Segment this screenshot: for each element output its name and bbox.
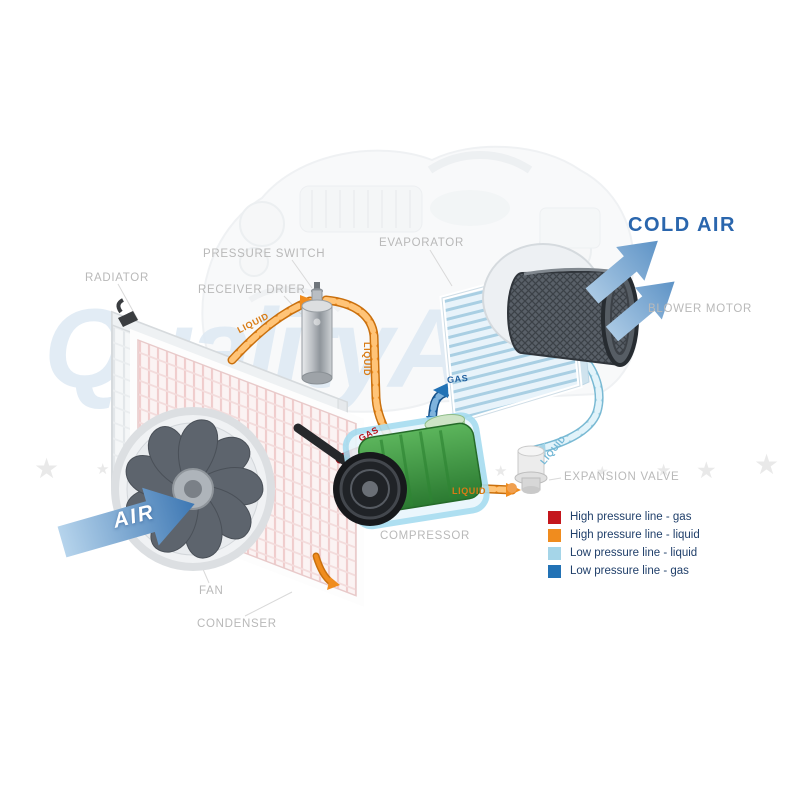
pressure-switch-part: [314, 282, 320, 291]
legend-swatch-low-pressure-liquid: [548, 546, 561, 560]
label-cold-air: COLD AIR: [628, 214, 736, 236]
fan: [111, 407, 275, 571]
label-radiator: RADIATOR: [85, 272, 149, 284]
cold-air-arrows: [585, 240, 675, 342]
legend-item-high-pressure-liquid: High pressure line - liquid: [548, 526, 700, 544]
star-icon: ★: [656, 461, 671, 481]
legend-swatch-high-pressure-gas: [548, 510, 561, 524]
label-evaporator: EVAPORATOR: [379, 237, 464, 249]
flow-label-liquid-to-valve: LIQUID: [452, 486, 487, 496]
label-pressure-switch: PRESSURE SWITCH: [203, 248, 326, 260]
star-icon: ★: [596, 464, 609, 480]
legend-item-low-pressure-gas: Low pressure line - gas: [548, 562, 700, 580]
flow-label-liquid-drier-down: LIQUID: [362, 342, 372, 377]
star-icon: ★: [96, 460, 109, 478]
compressor: [293, 412, 490, 530]
label-fan: FAN: [199, 585, 224, 597]
legend-swatch-low-pressure-gas: [548, 564, 561, 578]
star-icon: ★: [754, 448, 779, 481]
legend-label: High pressure line - liquid: [570, 529, 700, 541]
legend-label: High pressure line - gas: [570, 511, 692, 523]
label-compressor: COMPRESSOR: [375, 529, 476, 543]
legend-label: Low pressure line - gas: [570, 565, 689, 577]
legend-label: Low pressure line - liquid: [570, 547, 698, 559]
compressor-pulley: [333, 452, 407, 526]
radiator-bracket: [118, 311, 138, 327]
air-arrow: [57, 487, 195, 558]
star-icon: ★: [34, 452, 59, 485]
legend-item-low-pressure-liquid: Low pressure line - liquid: [548, 544, 700, 562]
star-icon: ★: [696, 458, 717, 484]
label-condenser: CONDENSER: [197, 618, 277, 630]
star-icon: ★: [494, 462, 507, 480]
legend-item-high-pressure-gas: High pressure line - gas: [548, 508, 700, 526]
legend: High pressure line - gas High pressure l…: [548, 508, 700, 580]
legend-swatch-high-pressure-liquid: [548, 528, 561, 542]
fan-blades: [125, 419, 264, 559]
label-blower-motor: BLOWER MOTOR: [648, 303, 753, 315]
receiver-drier: [301, 282, 333, 385]
expansion-valve: [507, 445, 548, 494]
label-receiver-drier: RECEIVER DRIER: [198, 284, 306, 296]
label-expansion-valve: EXPANSION VALVE: [564, 471, 680, 483]
